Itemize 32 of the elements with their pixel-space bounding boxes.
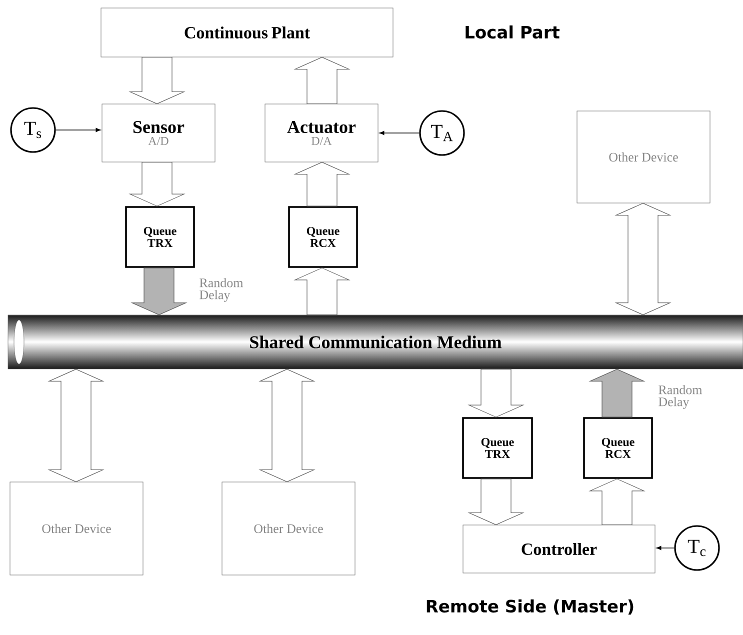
arrow (379, 131, 420, 135)
block-arrow (614, 202, 672, 316)
device-box: Other Device (222, 482, 356, 576)
block-arrow (294, 268, 350, 316)
process-box: Sensor A/D (102, 104, 216, 162)
arrow (656, 546, 675, 550)
edge-label: Random Delay (200, 278, 244, 302)
process-box: Controller (462, 524, 656, 574)
device-box: Other Device (576, 110, 710, 204)
section-title: Local Part (466, 25, 560, 39)
section-title: Remote Side (Master) (426, 599, 634, 615)
block-arrow (468, 368, 524, 418)
block-arrow (128, 162, 186, 206)
block-arrow (130, 268, 188, 316)
block-arrow (48, 368, 104, 482)
block-arrow (588, 368, 646, 418)
edge-label: Random Delay (658, 385, 702, 409)
arrow (55, 128, 101, 132)
block-arrow (258, 368, 316, 482)
process-box: Continuous Plant (100, 8, 394, 58)
queue-box: Queue TRX (125, 206, 195, 268)
device-box: Other Device (10, 482, 144, 576)
process-box: Actuator D/A (264, 104, 378, 162)
block-arrow (294, 56, 350, 104)
block-arrow (294, 162, 350, 206)
queue-box: Queue RCX (583, 417, 653, 479)
block-arrow (588, 478, 646, 526)
block-arrow (468, 478, 524, 526)
bus-cylinder: Shared Communication Medium (8, 314, 743, 370)
queue-box: Queue TRX (462, 417, 533, 479)
queue-box: Queue RCX (288, 206, 358, 268)
block-arrow (128, 56, 186, 104)
